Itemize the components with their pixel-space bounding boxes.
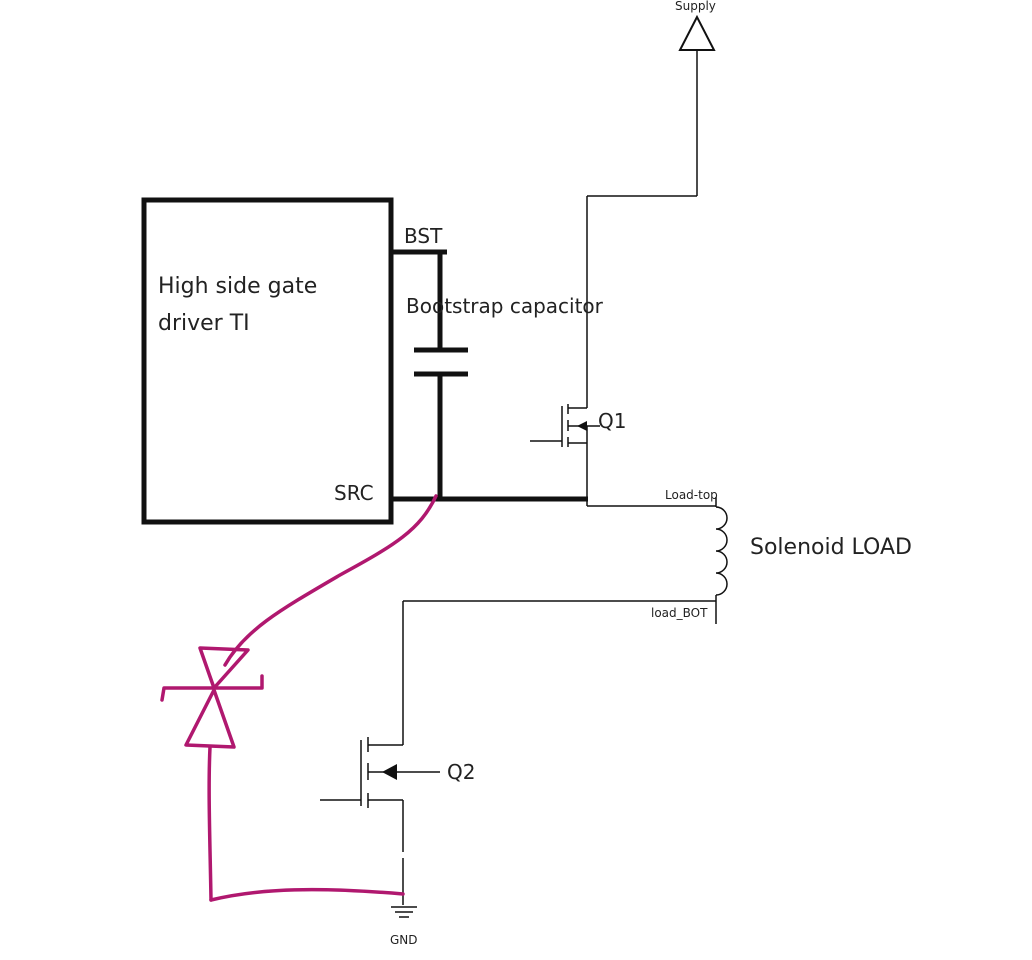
supply-arrow-icon (678, 14, 716, 51)
q2-label: Q2 (447, 760, 475, 784)
q1-label: Q1 (598, 409, 626, 433)
gnd-label: GND (390, 933, 418, 947)
q1-arrow-icon (577, 421, 587, 431)
tvs-diode-icon (198, 646, 250, 690)
load-top-label: Load-top (665, 488, 718, 502)
bootstrap-capacitor (391, 249, 588, 502)
q2-arrow-icon (382, 764, 397, 780)
src-label: SRC (334, 481, 374, 505)
q1-mosfet (530, 404, 716, 507)
tvs-diode-lower-icon (184, 688, 236, 749)
q2-mosfet (320, 737, 440, 905)
ground-icon (391, 906, 417, 918)
driver-label-line1: High side gate (158, 274, 317, 299)
supply-rail (586, 14, 716, 408)
bootstrap-label: Bootstrap capacitor (406, 294, 604, 318)
tvs-diode-sketch (160, 494, 438, 902)
gate-driver-box (141, 197, 394, 525)
supply-label: Supply (675, 0, 716, 13)
load-bot-label: load_BOT (651, 606, 708, 620)
bst-label: BST (404, 224, 443, 248)
solenoid-coil (402, 497, 728, 745)
driver-label-line2: driver TI (158, 311, 250, 336)
solenoid-label: Solenoid LOAD (750, 535, 912, 560)
